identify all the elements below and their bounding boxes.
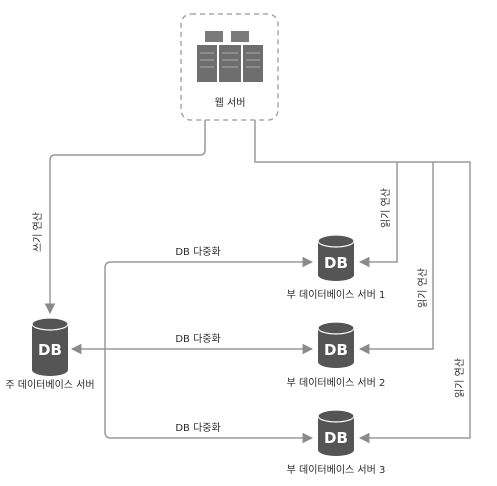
replication-label-3: DB 다중화 (175, 422, 220, 434)
slave-db-3-icon-text: DB (324, 429, 348, 447)
master-db-icon-text: DB (38, 341, 62, 359)
write-arrow (44, 120, 206, 315)
slave-db-3-icon: DB (317, 409, 355, 456)
slave-db-2-label: 부 데이터베이스 서버 2 (287, 377, 386, 389)
replication-arrow-slave-1 (104, 256, 314, 349)
slave-db-1-node: DB 부 데이터베이스 서버 1 (287, 234, 386, 301)
read-arrow-slave-2 (358, 162, 434, 355)
slave-db-3-node: DB 부 데이터베이스 서버 3 (287, 409, 386, 476)
replication-label-1: DB 다중화 (175, 246, 220, 258)
slave-db-3-label: 부 데이터베이스 서버 3 (287, 464, 386, 476)
web-server-node: 웹 서버 (180, 13, 279, 121)
slave-db-1-icon: DB (317, 234, 355, 281)
read-label-2: 읽기 연산 (416, 268, 429, 308)
read-arrow-slave-3 (254, 120, 471, 444)
web-server-dashed-box (180, 13, 279, 121)
master-db-icon: DB (31, 317, 69, 376)
web-server-label: 웹 서버 (215, 97, 246, 109)
replication-label-2: DB 다중화 (175, 333, 220, 345)
slave-db-2-icon: DB (317, 321, 355, 368)
slave-db-2-icon-text: DB (324, 341, 348, 359)
master-db-label: 주 데이터베이스 서버 (5, 379, 94, 391)
read-label-1: 읽기 연산 (379, 188, 392, 228)
replication-arrow-slave-3 (104, 349, 314, 444)
slave-db-1-label: 부 데이터베이스 서버 1 (287, 289, 386, 301)
read-label-3: 읽기 연산 (453, 358, 466, 398)
slave-db-2-node: DB 부 데이터베이스 서버 2 (287, 321, 386, 389)
write-label: 쓰기 연산 (32, 212, 44, 252)
slave-db-1-icon-text: DB (324, 254, 348, 272)
server-rack-icon (197, 31, 263, 82)
master-db-node: DB 주 데이터베이스 서버 (5, 317, 95, 391)
read-arrow-slave-1 (358, 162, 398, 268)
